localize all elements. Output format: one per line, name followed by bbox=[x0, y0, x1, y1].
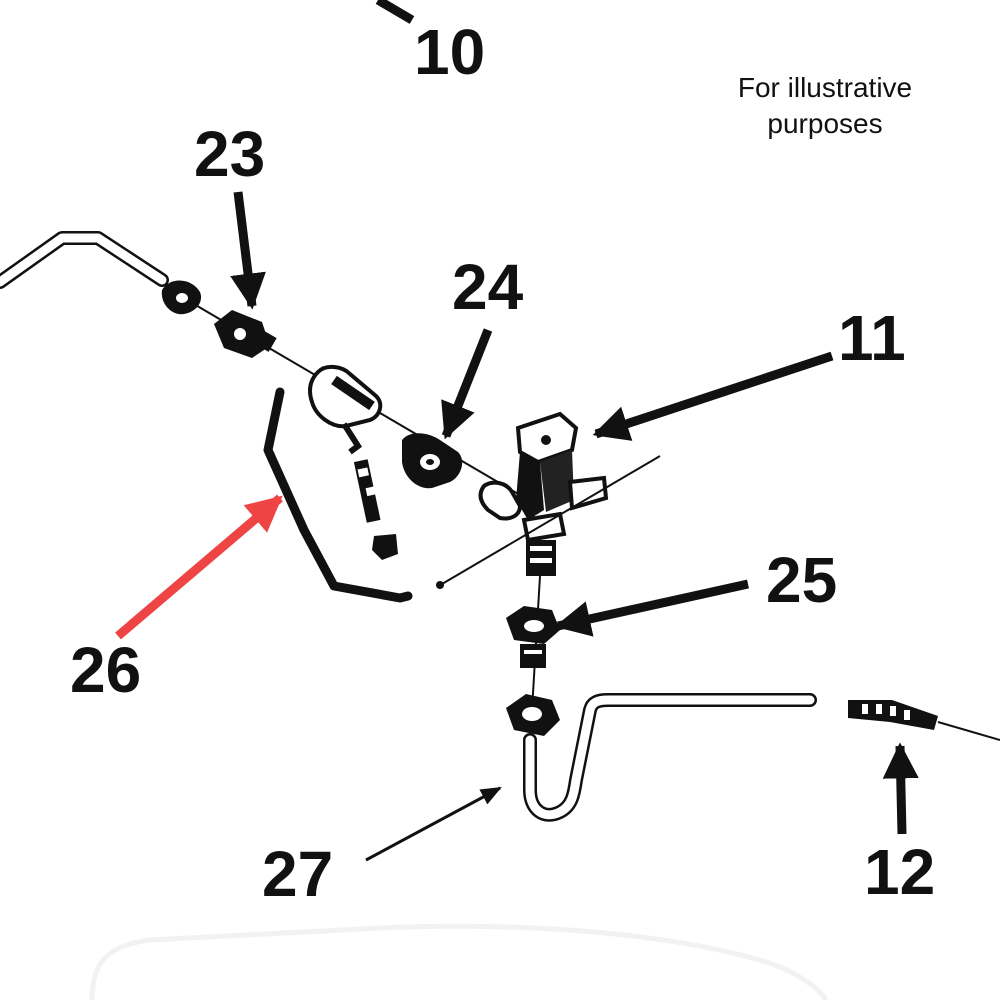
orifice-part-12 bbox=[848, 700, 1000, 741]
leader-line-10 bbox=[375, 0, 415, 24]
arrow-11 bbox=[592, 351, 834, 441]
tube-fitting bbox=[161, 280, 202, 315]
faint-outline bbox=[89, 923, 829, 1002]
upper-gas-tube bbox=[0, 231, 169, 289]
arrow-23 bbox=[230, 191, 266, 310]
callout-10: 10 bbox=[414, 16, 486, 88]
nut-part-25 bbox=[506, 606, 560, 668]
callout-26: 26 bbox=[70, 634, 142, 706]
callout-23: 23 bbox=[194, 118, 266, 190]
valve-axis-line bbox=[441, 455, 661, 585]
illustrative-note: For illustrative purposes bbox=[737, 72, 913, 140]
callout-27: 27 bbox=[262, 838, 334, 910]
bracket-part-26 bbox=[263, 387, 413, 603]
tube-part-27 bbox=[523, 693, 817, 822]
small-screw bbox=[436, 581, 444, 589]
callout-11: 11 bbox=[838, 302, 906, 374]
arrow-26-highlight bbox=[115, 494, 283, 640]
fitting-part-23 bbox=[214, 310, 277, 358]
callout-24: 24 bbox=[452, 251, 524, 323]
valve-body-part-11 bbox=[478, 411, 609, 576]
fitting-part-24 bbox=[402, 433, 463, 489]
arrow-25 bbox=[554, 579, 749, 637]
callout-25: 25 bbox=[766, 544, 838, 616]
cylinder-fitting bbox=[308, 365, 398, 560]
arrow-27 bbox=[365, 786, 502, 862]
callout-12: 12 bbox=[864, 836, 936, 908]
arrow-24 bbox=[441, 328, 493, 440]
valve-drop-line bbox=[531, 575, 541, 711]
lower-fitting bbox=[506, 694, 560, 736]
arrow-12 bbox=[882, 742, 919, 835]
